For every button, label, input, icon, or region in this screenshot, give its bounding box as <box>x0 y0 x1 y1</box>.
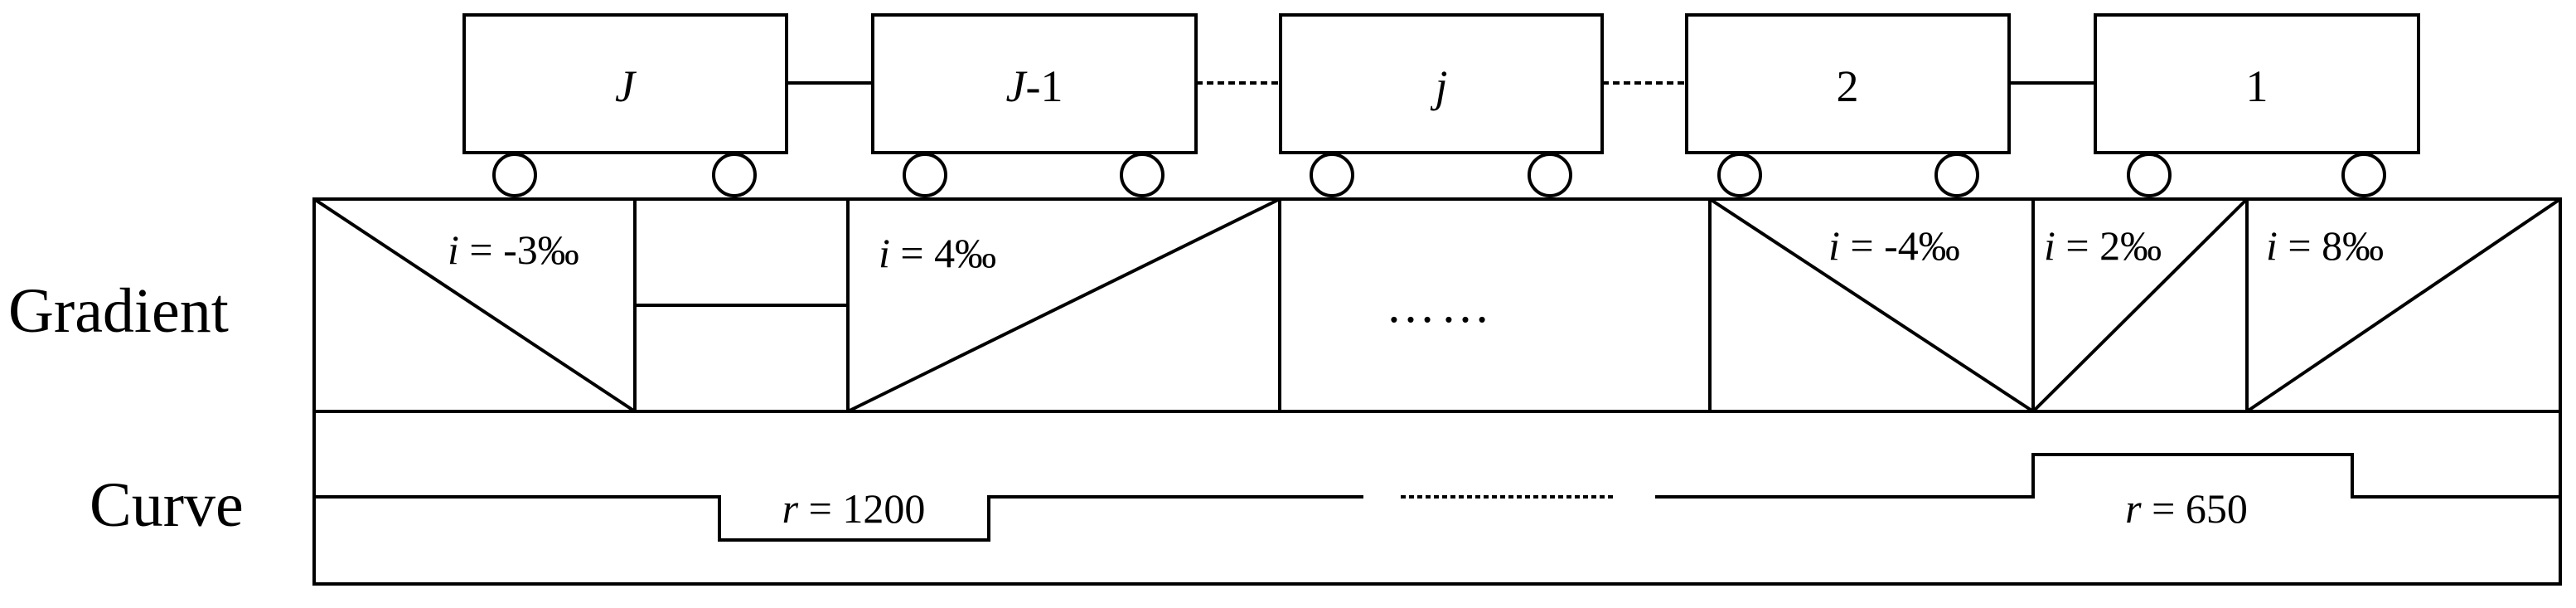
car-label: J-1 <box>1006 61 1063 111</box>
wheel <box>712 153 757 197</box>
profile-table <box>312 197 2562 586</box>
gradient-slope-down <box>1708 197 2035 413</box>
gradient-ellipsis: …… <box>1386 278 1495 333</box>
car-body <box>1279 13 1604 154</box>
train-car <box>2094 13 2420 197</box>
gradient-slope-up <box>847 197 1281 413</box>
wheel <box>2127 153 2172 197</box>
train-car <box>1279 13 1604 197</box>
train-car <box>1685 13 2011 197</box>
gradient-label: i = 4‰ <box>879 230 996 276</box>
wheel <box>1528 153 1572 197</box>
train <box>462 13 2420 197</box>
curve-row-label: Curve <box>90 470 244 540</box>
gradient-label: i = -3‰ <box>448 226 579 273</box>
train-car <box>871 13 1198 197</box>
wheel <box>1934 153 1979 197</box>
gradient-row-label: Gradient <box>8 276 229 346</box>
gradient-slope-up <box>2031 197 2249 413</box>
gradient-label: i = 2‰ <box>2044 222 2162 269</box>
wheel <box>903 153 947 197</box>
car-label: 1 <box>2246 61 2269 111</box>
car-label: 2 <box>1837 61 1859 111</box>
wheel <box>1310 153 1354 197</box>
car-body <box>871 13 1198 154</box>
car-body <box>1685 13 2011 154</box>
curve-label: r = 1200 <box>782 485 926 532</box>
wheel <box>2341 153 2386 197</box>
train-car <box>462 13 788 197</box>
gradient-label: i = 8‰ <box>2266 222 2384 269</box>
gradient-slope-down <box>312 197 637 413</box>
car-label: j <box>1430 61 1447 111</box>
gradient-label: i = -4‰ <box>1828 222 1960 269</box>
car-body <box>2094 13 2420 154</box>
wheel <box>1120 153 1165 197</box>
gradient-slope-up <box>2245 197 2562 413</box>
curve-line <box>1655 453 2560 499</box>
curve-line <box>314 495 1363 542</box>
table-frame <box>312 197 2562 586</box>
car-label: J <box>615 61 637 111</box>
car-body <box>462 13 788 154</box>
wheel <box>1717 153 1762 197</box>
curve-label: r = 650 <box>2125 485 2248 532</box>
wheel <box>492 153 537 197</box>
